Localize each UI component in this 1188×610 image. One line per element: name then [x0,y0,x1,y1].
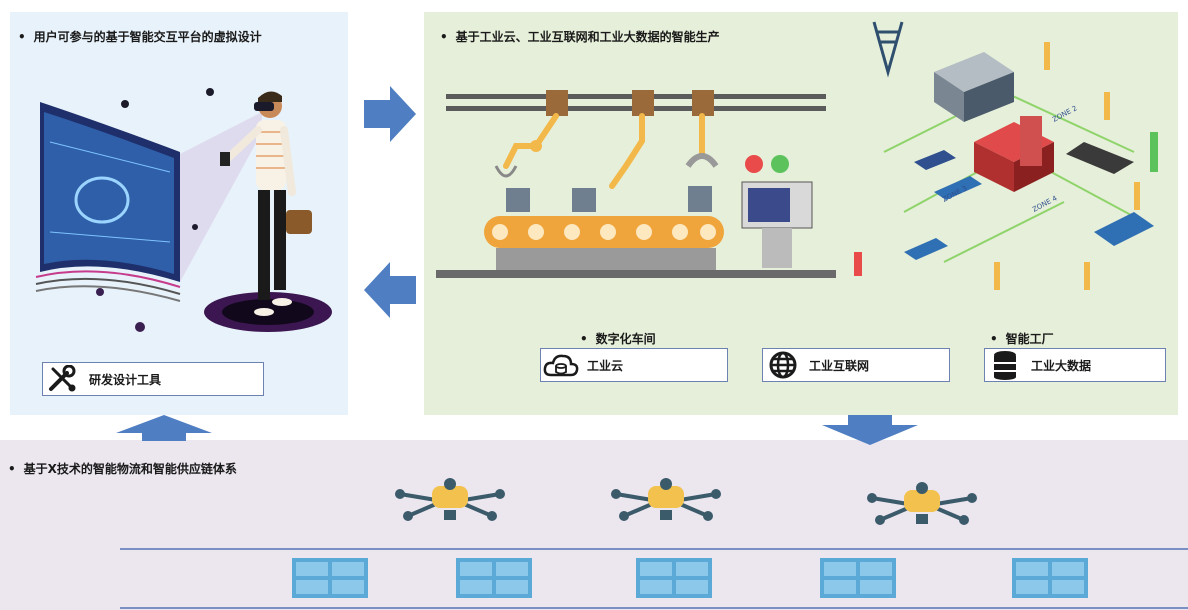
cloud-database-icon [541,349,581,381]
crate-icon [636,558,712,598]
smart-logistics-panel: •基于X技术的智能物流和智能供应链体系 [0,440,1188,610]
database-stack-icon [985,349,1025,381]
vr-user-figure [220,91,312,316]
arrow-up-icon [116,415,212,441]
crate-icon [820,558,896,598]
smart-production-heading: •基于工业云、工业互联网和工业大数据的智能生产 [440,30,720,44]
drone-icon [611,478,721,521]
digital-workshop-label: •数字化车间 [580,332,656,346]
curved-screen [35,102,181,302]
virtual-design-panel: •用户可参与的基于智能交互平台的虚拟设计 [10,12,348,415]
crate-icon [1012,558,1088,598]
industrial-internet-box[interactable]: 工业互联网 [762,348,950,382]
production-line-illustration [436,90,836,278]
crate-icon [292,558,368,598]
conveyor-belt [436,216,836,278]
factory-robot-arms [994,42,1140,290]
smart-logistics-heading: •基于X技术的智能物流和智能供应链体系 [8,462,237,476]
virtual-design-heading: •用户可参与的基于智能交互平台的虚拟设计 [18,30,262,44]
industrial-bigdata-label: 工业大数据 [1031,358,1092,373]
conveyor-rail-bottom [120,607,1188,609]
vr-designer-illustration [35,88,332,332]
arrow-down-icon [822,415,918,445]
control-terminal [741,155,813,268]
drone-icon [867,482,977,525]
crate-icon [456,558,532,598]
tools-icon [43,363,83,395]
rd-design-tools-label: 研发设计工具 [89,372,162,387]
power-tower-icon [872,21,904,78]
globe-icon [763,349,803,381]
industrial-internet-label: 工业互联网 [809,358,870,373]
drone-icon [395,478,505,521]
smart-production-panel: •基于工业云、工业互联网和工业大数据的智能生产 [424,12,1178,415]
industrial-bigdata-box[interactable]: 工业大数据 [984,348,1166,382]
industrial-cloud-label: 工业云 [587,358,624,373]
smart-factory-illustration: ZONE 2 ZONE 3 ZONE 4 [854,21,1158,290]
robot-arms [494,90,719,189]
industrial-cloud-box[interactable]: 工业云 [540,348,728,382]
rd-design-tools-box[interactable]: 研发设计工具 [42,362,264,396]
arrow-left-icon [364,262,416,318]
smart-factory-label: •智能工厂 [990,332,1054,346]
arrow-right-icon [364,86,416,142]
product-crates [506,186,712,212]
conveyor-rail-top [120,548,1188,550]
